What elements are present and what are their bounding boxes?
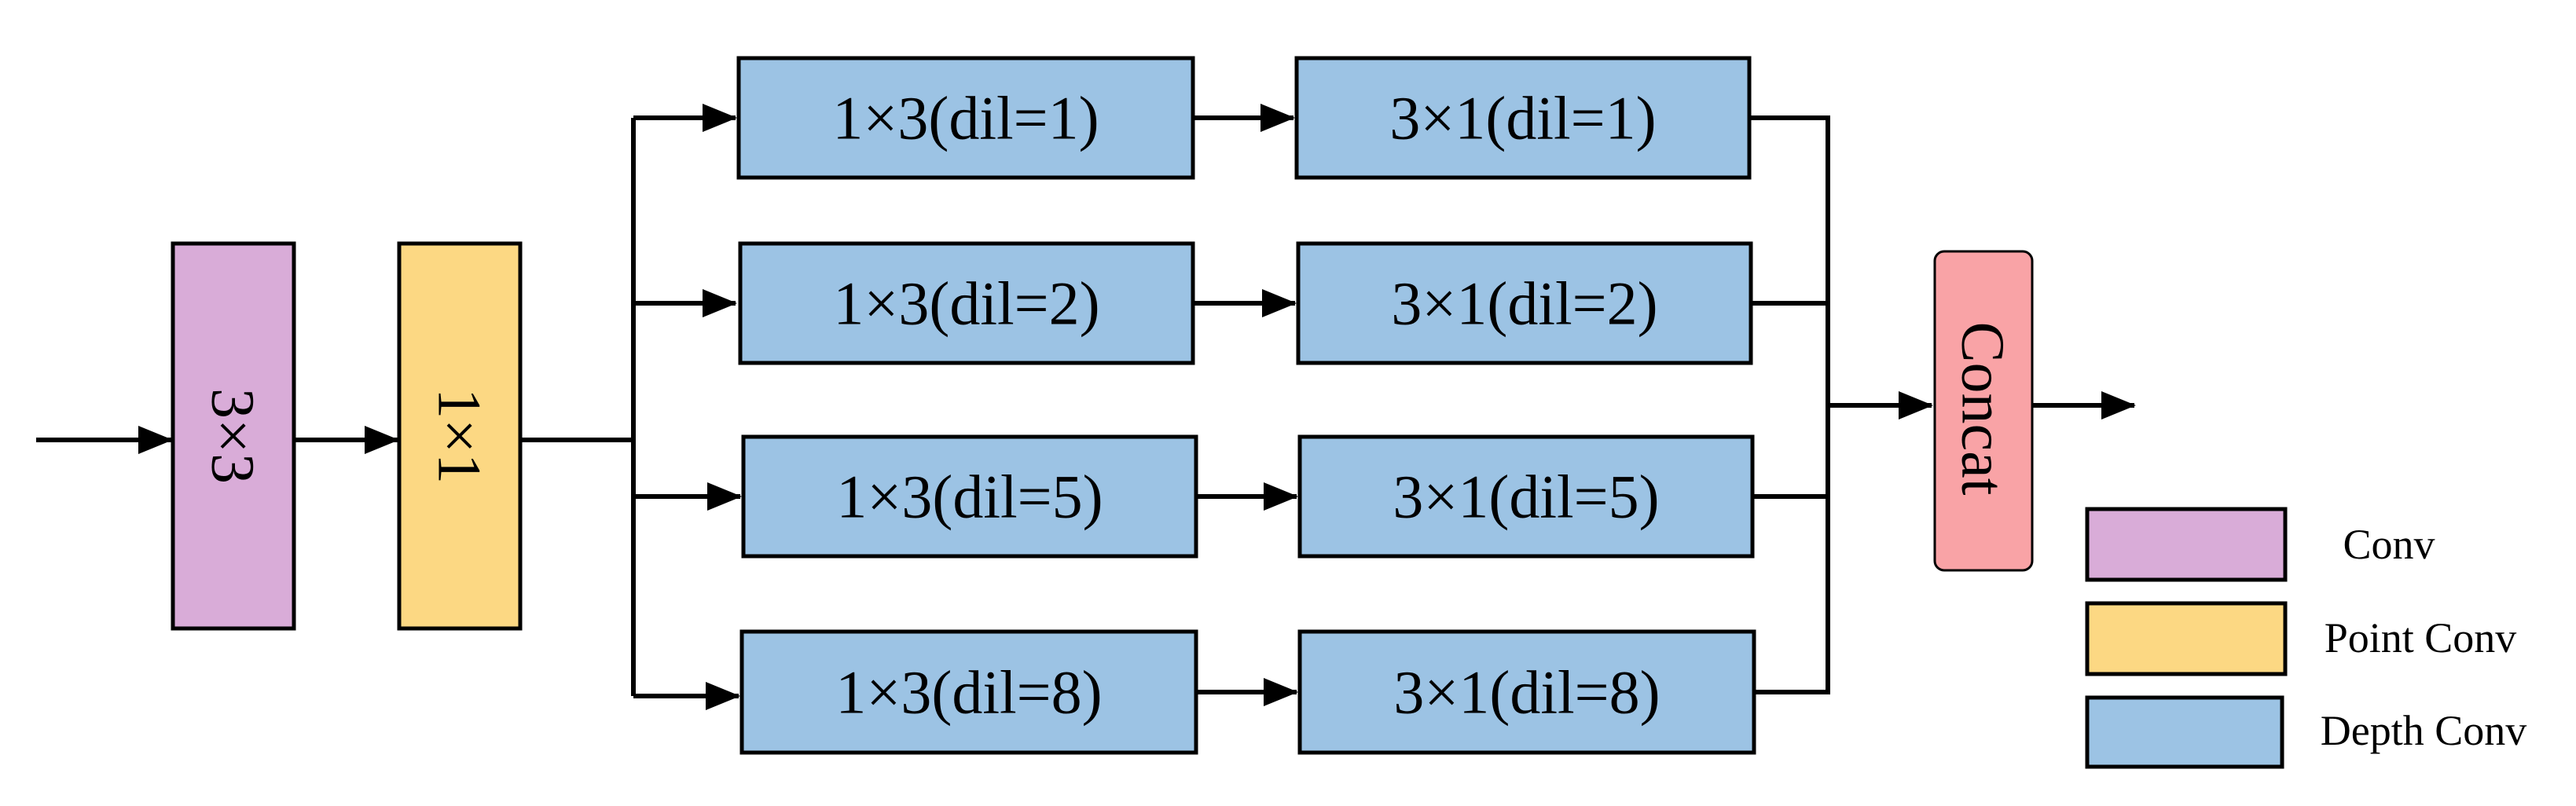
conv3x3-label: 3×3 [200,388,268,484]
depth-conv-1x3-label: 1×3(dil=8) [835,658,1102,727]
pointwise-block: 1×1 [397,241,523,631]
legend-item-point-conv: Point Conv [2085,601,2517,676]
depth-conv-3x1-label: 3×1(dil=8) [1393,658,1660,727]
concat-block: Concat [1933,250,2034,572]
depth-conv-1x3-label: 1×3(dil=2) [833,269,1099,338]
branch-row: 1×3(dil=2) 3×1(dil=2) [633,241,1830,365]
depth-conv-1x3-box [741,434,1198,559]
depth-conv-1x3-label: 1×3(dil=5) [836,463,1103,531]
legend-swatch-depth-conv [2085,695,2284,769]
legend: Conv Point Conv Depth Conv [2085,507,2527,769]
pointwise-label: 1×1 [426,388,494,484]
depth-conv-1x3-label: 1×3(dil=1) [832,84,1099,152]
legend-item-depth-conv: Depth Conv [2085,695,2527,769]
depth-conv-3x1-label: 3×1(dil=5) [1393,463,1659,531]
concat-box [1933,250,2034,572]
pointwise-box [397,241,523,631]
legend-swatch-conv [2085,507,2288,582]
depth-conv-3x1-box [1296,241,1753,365]
branch-row: 1×3(dil=5) 3×1(dil=5) [633,434,1830,559]
depth-conv-3x1-box [1294,56,1752,180]
concat-label: Concat [1950,322,2018,496]
depth-conv-3x1-label: 3×1(dil=2) [1391,269,1657,338]
legend-label-conv: Conv [2343,521,2435,568]
branch-group: 1×3(dil=1) 3×1(dil=1) 1×3(dil=2) 3×1(dil… [633,56,1830,755]
branch-row: 1×3(dil=1) 3×1(dil=1) [633,56,1830,180]
depth-conv-3x1-label: 3×1(dil=1) [1389,84,1656,152]
legend-swatch-point-conv [2085,601,2288,676]
legend-label-depth-conv: Depth Conv [2321,707,2527,754]
branch-row: 1×3(dil=8) 3×1(dil=8) [633,629,1830,755]
conv3x3-block: 3×3 [171,241,296,631]
legend-item-conv: Conv [2085,507,2435,582]
legend-label-point-conv: Point Conv [2325,614,2517,661]
depth-conv-1x3-box [736,56,1195,180]
conv3x3-box [171,241,296,631]
